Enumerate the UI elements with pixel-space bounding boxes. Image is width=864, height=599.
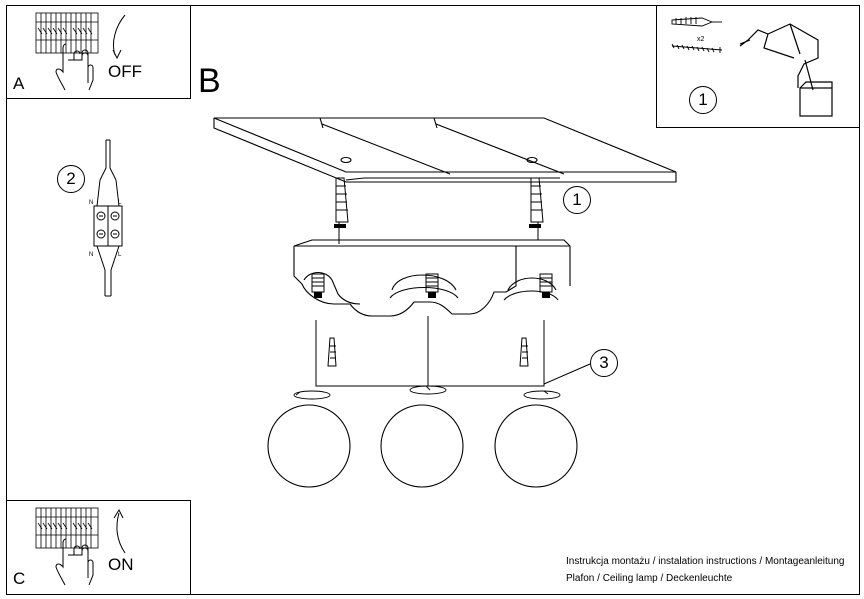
ceiling-plate [213,117,677,183]
wiring-terminal-block [93,139,123,297]
ceiling-wall-plugs [335,177,544,244]
outer-frame [6,5,860,595]
drill-icon [739,23,833,117]
lamp-base [293,239,571,317]
panel-a-hand-icon [55,43,94,91]
glass-shades [267,404,578,488]
rotation-arrows [293,385,561,400]
panel-c-breaker-icon [35,507,99,549]
footer-instructions: Instrukcja montażu / instalation instruc… [566,556,845,567]
footer-product: Plafon / Ceiling lamp / Deckenleuchte [566,573,733,584]
panel-c-letter: C [13,569,26,588]
mount-step-number: 1 [563,186,591,214]
panel-c-on-arrow [113,508,126,554]
panel-a-off-label: OFF [108,62,142,81]
lamp-sockets [311,273,553,293]
panel-a-breaker-icon [35,12,99,54]
panel-c-frame [6,500,191,595]
leader-3 [543,363,591,385]
wall-plug-icon [671,17,722,27]
panel-c-on-label: ON [108,555,134,574]
tools-step-number: 1 [689,86,717,114]
shades-step-number: 3 [590,349,618,377]
panel-a-letter: A [13,74,25,93]
svg-text:L: L [118,200,122,206]
wiring-polarity-labels: N L N L [89,200,122,258]
svg-text:N: N [89,252,93,258]
socket-fill [314,292,550,298]
screw-icon [671,43,723,53]
svg-text:L: L [118,252,122,258]
panel-a-frame [6,5,191,99]
panel-a-off-arrow [112,14,126,60]
tools-panel-frame [656,5,860,128]
svg-text:N: N [89,200,93,206]
leader-1 [345,177,560,181]
shade-guides [315,316,545,387]
mount-screws [334,224,541,228]
wiring-step-number: 2 [57,165,85,193]
panel-b-letter: B [198,62,221,100]
panel-c-hand-icon [55,538,94,586]
tools-quantity: x2 [697,36,705,43]
